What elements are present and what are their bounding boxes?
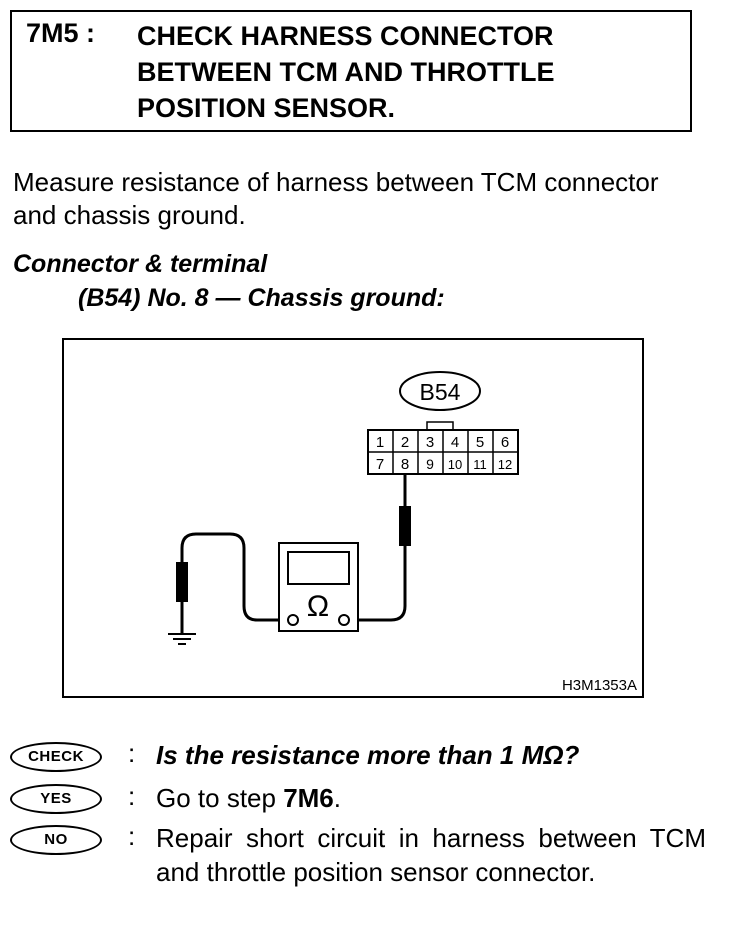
step-header-box: 7M5 : CHECK HARNESS CONNECTOR BETWEEN TC… <box>10 10 692 132</box>
figure-code: H3M1353A <box>562 677 637 694</box>
pin-label: 6 <box>501 434 509 451</box>
ohm-symbol: Ω <box>307 590 329 623</box>
step-title-line-3: POSITION SENSOR. <box>137 93 396 123</box>
yes-text-suffix: . <box>333 783 341 813</box>
pin-label: 12 <box>498 457 512 472</box>
connector-terminal-heading: Connector & terminal <box>13 250 268 278</box>
pin-label: 11 <box>473 457 487 472</box>
pin-label: 2 <box>401 434 409 451</box>
connector-terminal-spec: (B54) No. 8 — Chassis ground: <box>78 284 445 312</box>
ohmmeter-terminal-right <box>338 614 350 626</box>
ohmmeter: Ω <box>278 542 359 632</box>
pin-label: 3 <box>426 434 434 451</box>
pin-label: 1 <box>376 434 384 451</box>
yes-colon: : <box>128 781 136 811</box>
connector-label-oval <box>399 371 481 411</box>
ground-symbol <box>168 633 196 645</box>
yes-step-link: 7M6 <box>283 783 334 813</box>
diagram-frame <box>62 338 644 698</box>
pin-label: 10 <box>448 457 462 472</box>
instruction-text: Measure resistance of harness between TC… <box>13 167 659 230</box>
pin-label: 8 <box>401 456 409 473</box>
pin-label: 5 <box>476 434 484 451</box>
ohmmeter-terminal-left <box>287 614 299 626</box>
step-title-line-1: CHECK HARNESS CONNECTOR <box>137 21 554 51</box>
pin-label: 7 <box>376 456 384 473</box>
step-title-line-2: BETWEEN TCM AND THROTTLE <box>137 57 555 87</box>
yes-badge: YES <box>10 784 102 814</box>
no-colon: : <box>128 821 136 851</box>
no-badge: NO <box>10 825 102 855</box>
probe-tip-right <box>399 506 411 546</box>
yes-answer: Go to step 7M6. <box>156 781 706 815</box>
no-answer: Repair short circuit in harness between … <box>156 823 706 887</box>
connector-lock-tab <box>426 421 454 430</box>
check-colon: : <box>128 738 136 768</box>
step-id: 7M5 : <box>26 18 96 48</box>
step-title: CHECK HARNESS CONNECTOR BETWEEN TCM AND … <box>137 18 677 126</box>
check-question: Is the resistance more than 1 MΩ? <box>156 740 580 770</box>
probe-lead-ground <box>180 532 290 634</box>
connector-b54: 1 2 3 4 5 6 7 8 9 10 11 12 <box>367 429 519 475</box>
probe-lead-pin8 <box>350 474 407 622</box>
pin-label: 9 <box>426 456 434 472</box>
connector-label: B54 <box>420 379 461 405</box>
wiring-diagram: B54 1 2 3 4 5 6 7 8 9 10 11 <box>62 338 644 698</box>
probe-tip-left <box>176 562 188 602</box>
ohmmeter-display <box>287 551 350 585</box>
check-badge: CHECK <box>10 742 102 772</box>
pin-label: 4 <box>451 434 459 451</box>
yes-text-prefix: Go to step <box>156 783 284 813</box>
